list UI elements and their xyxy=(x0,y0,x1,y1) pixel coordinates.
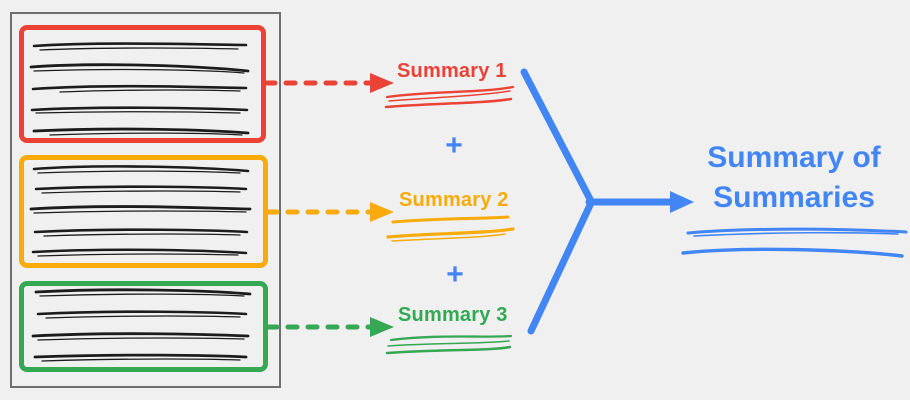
summary-2-label: Summary 2 xyxy=(399,189,509,211)
chunk-3-dashed-arrow xyxy=(265,317,394,337)
summary-1-label: Summary 1 xyxy=(397,60,507,82)
chunk-1-dashed-arrow xyxy=(263,73,394,93)
chunk-2-dashed-arrow xyxy=(265,202,394,222)
chunk-box-1 xyxy=(19,25,266,143)
summary-3-label: Summary 3 xyxy=(398,304,508,326)
plus-sign-1: + xyxy=(445,129,463,162)
summary-3-scribble xyxy=(385,334,513,355)
document-box xyxy=(10,12,281,388)
summary-2-scribble xyxy=(386,215,515,242)
chunk-box-3 xyxy=(19,281,268,372)
chunk-box-2 xyxy=(19,155,268,268)
summary-1-scribble xyxy=(384,85,515,109)
result-scribble xyxy=(681,227,908,258)
result-label: Summary of Summaries xyxy=(707,141,881,214)
merge-arrow xyxy=(520,68,694,335)
plus-sign-2: + xyxy=(446,258,464,291)
